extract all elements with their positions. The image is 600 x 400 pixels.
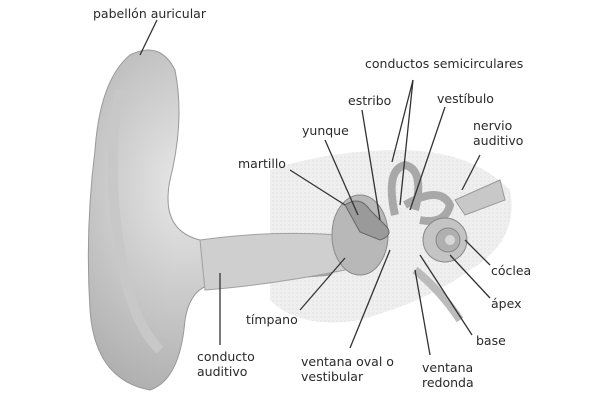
label-coclea: cóclea: [491, 263, 532, 278]
label-pabellon-auricular: pabellón auricular: [93, 6, 206, 21]
label-line: auditivo: [197, 364, 248, 379]
label-line: conducto: [197, 349, 255, 364]
label-base: base: [476, 333, 506, 348]
label-line: ventana: [422, 360, 474, 375]
label-martillo: martillo: [238, 156, 286, 171]
label-line: redonda: [422, 375, 474, 390]
temporal-bone: [270, 150, 512, 323]
leader-lines: [139, 19, 491, 356]
ear-canal: [199, 232, 346, 291]
auditory-nerve: [454, 179, 506, 216]
label-line: vestibular: [301, 369, 364, 384]
semicircular-canals: [387, 160, 455, 225]
pinna: [87, 49, 331, 391]
label-conductos-semicirculares: conductos semicirculares: [365, 56, 524, 71]
label-line: ventana oval o: [301, 354, 394, 369]
label-yunque: yunque: [302, 123, 349, 138]
label-timpano: tímpano: [246, 312, 298, 327]
label-line: auditivo: [473, 133, 524, 148]
label-apex: ápex: [491, 296, 522, 311]
label-estribo: estribo: [348, 93, 392, 108]
label-vestibulo: vestíbulo: [437, 91, 494, 106]
label-line: nervio: [473, 118, 513, 133]
